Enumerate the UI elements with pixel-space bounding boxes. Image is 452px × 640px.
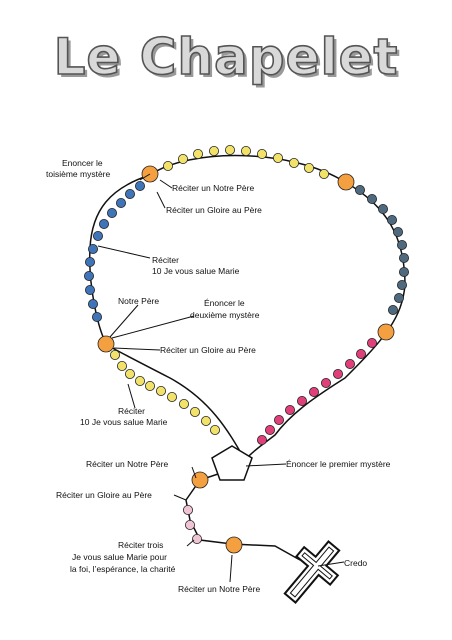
pater-bead: [97, 335, 115, 353]
ave-maria-bead: [396, 239, 407, 250]
rosary-beads: [84, 144, 409, 554]
ave-maria-bead: [178, 398, 189, 409]
ave-maria-bead: [93, 230, 104, 241]
ave-maria-bead: [84, 270, 95, 281]
label-dizaine-haut-1: Réciter: [152, 255, 179, 265]
label-gloire-haut: Réciter un Gloire au Père: [166, 205, 262, 215]
ave-maria-bead: [110, 349, 121, 360]
ave-maria-bead: [191, 534, 202, 545]
ave-maria-bead: [184, 520, 195, 531]
ave-maria-bead: [392, 226, 403, 237]
label-notre-pere-bas: Réciter un Notre Père: [86, 459, 168, 469]
ave-maria-bead: [88, 243, 99, 254]
label-enoncer-premier: Énoncer le premier mystère: [286, 459, 391, 469]
ave-maria-bead: [189, 406, 200, 417]
label-trois-1: Réciter trois: [118, 540, 163, 550]
pater-bead: [191, 471, 209, 489]
ave-maria-bead: [134, 375, 145, 386]
ave-maria-bead: [332, 368, 343, 379]
page-title: Le Chapelet: [53, 27, 399, 87]
label-notre-pere-haut: Réciter un Notre Père: [172, 183, 254, 193]
ave-maria-bead: [134, 180, 145, 191]
label-dizaine-haut-2: 10 Je vous salue Marie: [152, 266, 240, 276]
ave-maria-bead: [85, 256, 96, 267]
ave-maria-bead: [377, 203, 388, 214]
ave-maria-bead: [318, 168, 329, 179]
ave-maria-bead: [224, 144, 235, 155]
pater-bead: [377, 323, 395, 341]
ave-maria-bead: [166, 391, 177, 402]
label-dizaine-bas-1: Réciter: [118, 406, 145, 416]
label-gloire-milieu: Réciter un Gloire au Père: [160, 345, 256, 355]
ave-maria-bead: [209, 424, 220, 435]
ave-maria-bead: [393, 292, 404, 303]
ave-maria-bead: [162, 160, 173, 171]
rosary-centerpiece: [211, 445, 253, 481]
label-enoncer-deuxieme-1: Énoncer le: [204, 298, 245, 308]
label-trois-3: la foi, l’espérance, la charité: [70, 564, 176, 574]
ave-maria-bead: [396, 279, 407, 290]
ave-maria-bead: [92, 311, 103, 322]
label-credo: Credo: [344, 558, 367, 568]
pater-bead: [337, 173, 355, 191]
ave-maria-bead: [256, 148, 267, 159]
ave-maria-bead: [116, 197, 127, 208]
ave-maria-bead: [125, 368, 136, 379]
ave-maria-bead: [155, 385, 166, 396]
ave-maria-bead: [264, 424, 275, 435]
ave-maria-bead: [273, 414, 284, 425]
ave-maria-bead: [398, 266, 409, 277]
ave-maria-bead: [208, 145, 219, 156]
ave-maria-bead: [354, 184, 365, 195]
ave-maria-bead: [177, 153, 188, 164]
ave-maria-bead: [256, 434, 267, 445]
ave-maria-bead: [182, 504, 193, 515]
ave-maria-bead: [398, 252, 409, 263]
label-enoncer-deuxieme-2: deuxième mystère: [190, 310, 260, 320]
leader-lines: [97, 173, 345, 583]
labels: Enoncer le toisième mystère Réciter un N…: [46, 158, 391, 594]
ave-maria-bead: [240, 145, 251, 156]
ave-maria-bead: [85, 284, 96, 295]
ave-maria-bead: [303, 162, 314, 173]
label-dizaine-bas-2: 10 Je vous salue Marie: [80, 417, 168, 427]
label-trois-2: Je vous salue Marie pour: [72, 552, 167, 562]
label-enoncer-troisieme-1: Enoncer le: [62, 158, 103, 168]
ave-maria-bead: [308, 386, 319, 397]
ave-maria-bead: [107, 207, 118, 218]
ave-maria-bead: [366, 193, 377, 204]
ave-maria-bead: [366, 337, 377, 348]
ave-maria-bead: [125, 188, 136, 199]
ave-maria-bead: [386, 214, 397, 225]
ave-maria-bead: [288, 157, 299, 168]
ave-maria-bead: [355, 348, 366, 359]
ave-maria-bead: [200, 415, 211, 426]
label-notre-pere-milieu: Notre Père: [118, 296, 159, 306]
ave-maria-bead: [344, 358, 355, 369]
pater-bead: [225, 536, 243, 554]
ave-maria-bead: [192, 148, 203, 159]
ave-maria-bead: [88, 298, 99, 309]
ave-maria-bead: [320, 377, 331, 388]
ave-maria-bead: [272, 152, 283, 163]
label-notre-pere-pendant: Réciter un Notre Père: [178, 584, 260, 594]
crucifix-icon: [283, 540, 341, 604]
ave-maria-bead: [117, 360, 128, 371]
ave-maria-bead: [99, 218, 110, 229]
ave-maria-bead: [387, 304, 398, 315]
ave-maria-bead: [144, 380, 155, 391]
label-enoncer-troisieme-2: toisième mystère: [46, 169, 111, 179]
ave-maria-bead: [284, 404, 295, 415]
ave-maria-bead: [296, 395, 307, 406]
label-gloire-bas: Réciter un Gloire au Père: [56, 490, 152, 500]
